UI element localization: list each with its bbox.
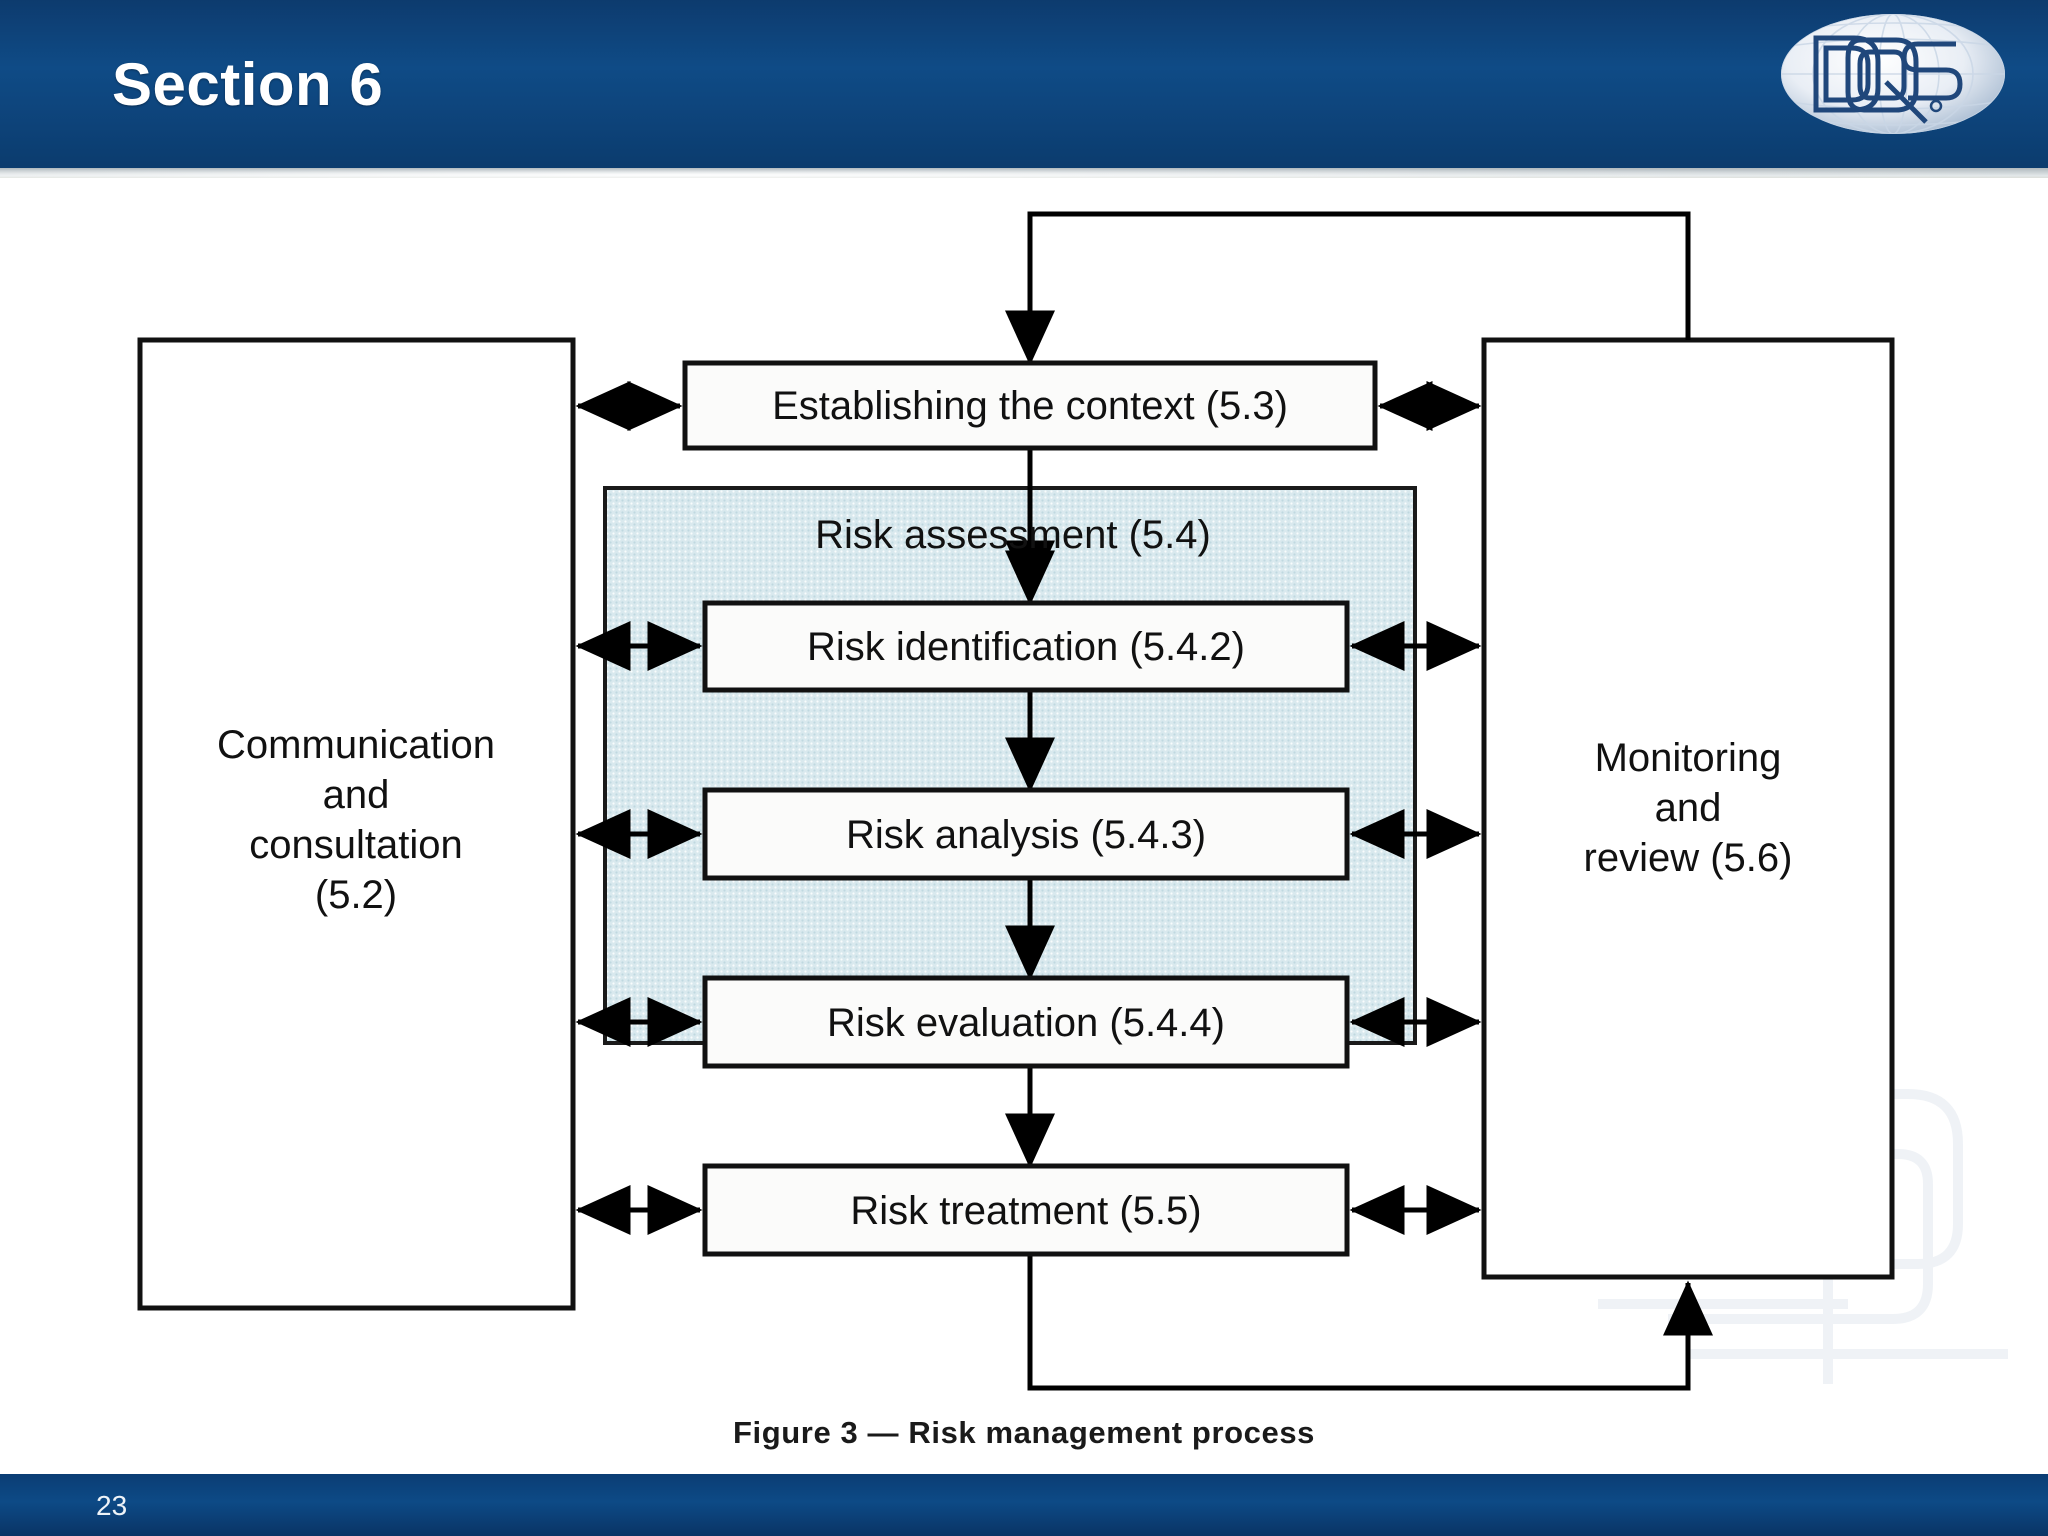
- monitoring-and-review-box: [1481, 337, 1895, 1280]
- communication-line-3: consultation: [249, 823, 462, 867]
- monitoring-line-1: Monitoring: [1595, 736, 1782, 780]
- communication-line-1: Communication: [217, 723, 495, 767]
- page-number: 23: [96, 1490, 128, 1521]
- communication-line-4: (5.2): [315, 873, 397, 917]
- risk-analysis-box: Risk analysis (5.4.3): [702, 787, 1350, 881]
- establishing-the-context-label: Establishing the context (5.3): [772, 384, 1288, 428]
- establishing-the-context-box: Establishing the context (5.3): [682, 360, 1378, 451]
- bottom-feedback-connector: [1027, 1241, 1713, 1391]
- risk-treatment-box: Risk treatment (5.5): [702, 1163, 1350, 1257]
- risk-analysis-label: Risk analysis (5.4.3): [846, 813, 1206, 857]
- risk-treatment-label: Risk treatment (5.5): [850, 1189, 1201, 1233]
- slide-header: Section 6: [0, 0, 2048, 178]
- left-bidirectional-connectors: [575, 381, 703, 1235]
- page-title: Section 6: [112, 51, 384, 118]
- communication-and-consultation-label: Communication and consultation (5.2): [217, 723, 495, 917]
- risk-evaluation-label: Risk evaluation (5.4.4): [827, 1001, 1225, 1045]
- monitoring-line-3: review (5.6): [1584, 836, 1793, 880]
- slide-footer: 23: [0, 1474, 2048, 1536]
- risk-identification-box: Risk identification (5.4.2): [702, 600, 1350, 693]
- risk-evaluation-box: Risk evaluation (5.4.4): [702, 975, 1350, 1069]
- communication-and-consultation-box: [137, 337, 576, 1311]
- risk-management-process-diagram: Establishing the context (5.3) Risk asse…: [0, 178, 2048, 1474]
- monitoring-line-2: and: [1655, 786, 1722, 830]
- right-bidirectional-connectors: [1349, 381, 1482, 1235]
- dqs-globe-logo-icon: [1778, 10, 2008, 138]
- monitoring-and-review-label: Monitoring and review (5.6): [1584, 736, 1793, 880]
- header-divider-glow: [0, 168, 2048, 178]
- risk-identification-label: Risk identification (5.4.2): [807, 625, 1245, 669]
- figure-caption: Figure 3 — Risk management process: [732, 1415, 1316, 1450]
- top-feedback-connector: [1005, 211, 1691, 366]
- risk-assessment-group: [603, 486, 1417, 1045]
- communication-line-2: and: [323, 773, 390, 817]
- risk-assessment-label: Risk assessment (5.4): [815, 513, 1211, 557]
